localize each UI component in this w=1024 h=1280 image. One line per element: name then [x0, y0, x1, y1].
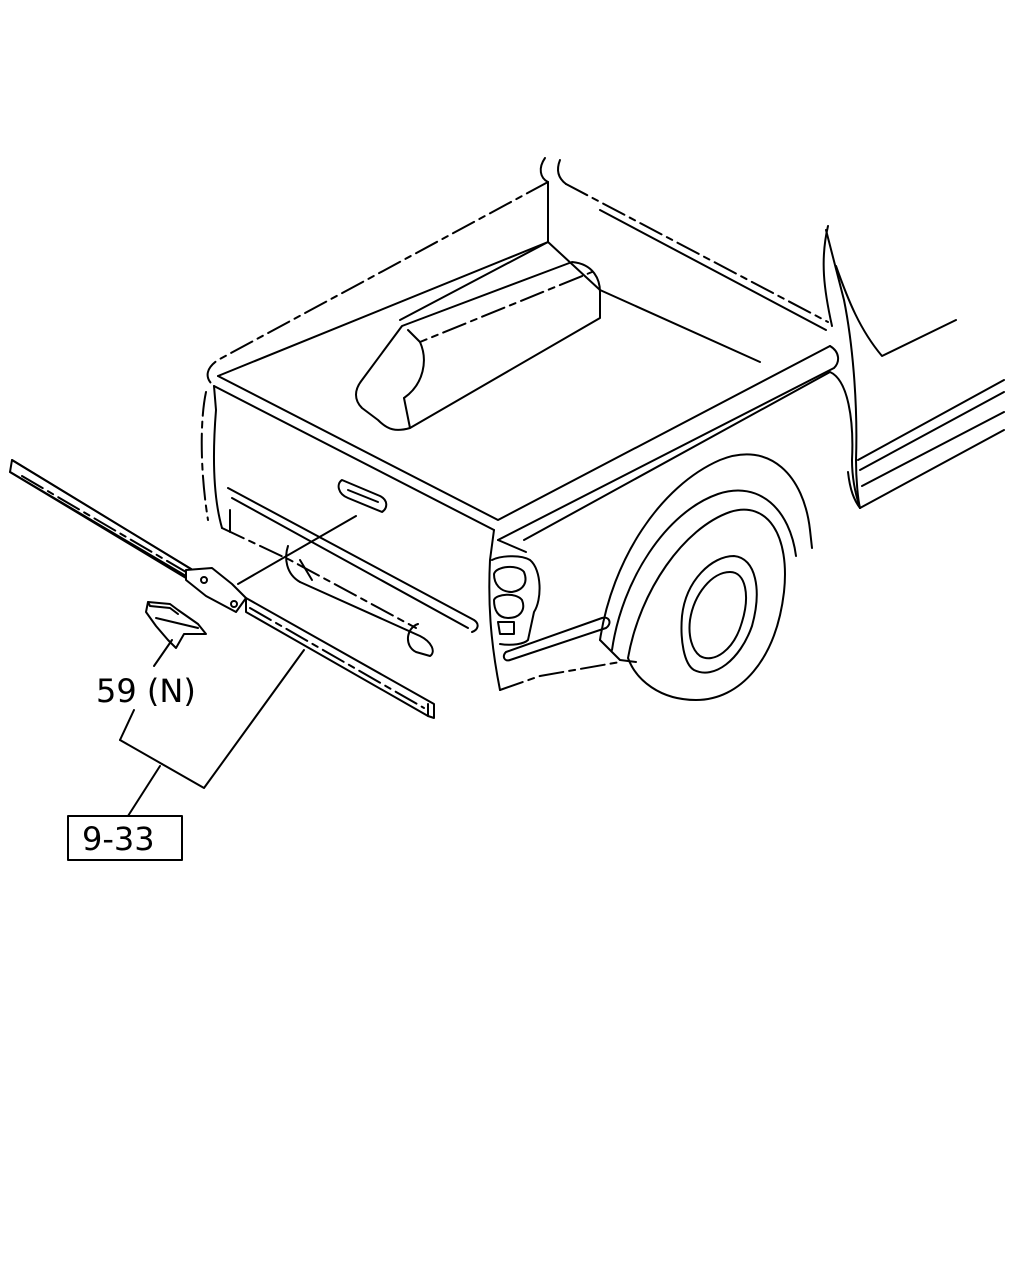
leader-lines — [119, 515, 357, 817]
truck-bed — [200, 157, 1005, 701]
section-ref-box: 9-33 — [67, 815, 183, 861]
bowtie-emblem — [145, 601, 207, 649]
callout-section-ref: 9-33 — [82, 820, 155, 858]
callout-emblem-ref: 59 (N) — [96, 672, 196, 710]
tailgate-molding-strip — [9, 459, 435, 719]
